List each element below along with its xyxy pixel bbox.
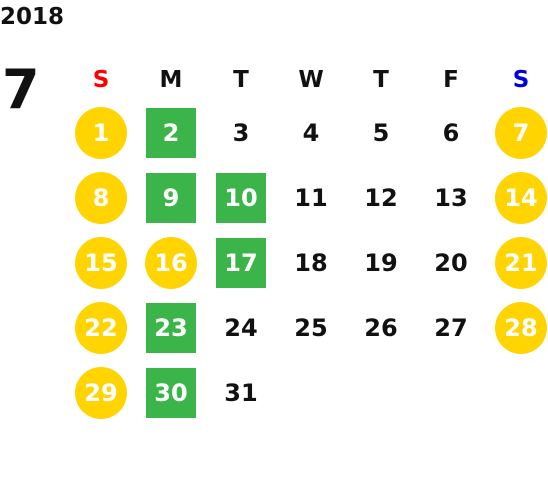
day-cell[interactable]: 28 <box>486 295 548 360</box>
day-number: 2 <box>146 107 196 158</box>
day-number: 9 <box>146 172 196 223</box>
day-number: 7 <box>495 106 547 159</box>
day-cell[interactable]: 1 <box>66 100 136 165</box>
weekday-header: T <box>233 67 249 93</box>
day-cell[interactable]: 23 <box>136 295 206 360</box>
day-number: 19 <box>364 248 398 277</box>
day-number: 12 <box>364 183 398 212</box>
day-number: 21 <box>495 236 547 289</box>
day-cell[interactable]: 17 <box>206 230 276 295</box>
day-number: 3 <box>232 118 250 147</box>
day-cell[interactable]: 10 <box>206 165 276 230</box>
day-number: 10 <box>216 172 266 223</box>
day-number: 29 <box>75 366 127 419</box>
weekday-header: M <box>159 67 183 93</box>
day-number: 11 <box>294 183 328 212</box>
day-number: 30 <box>146 367 196 418</box>
day-cell[interactable]: 31 <box>206 360 276 425</box>
day-cell[interactable]: 24 <box>206 295 276 360</box>
day-number: 24 <box>224 313 258 342</box>
day-number: 14 <box>495 171 547 224</box>
day-cell[interactable]: 11 <box>276 165 346 230</box>
weekday-header: T <box>373 67 389 93</box>
day-cell[interactable]: 26 <box>346 295 416 360</box>
day-cell[interactable]: 29 <box>66 360 136 425</box>
day-number: 15 <box>75 236 127 289</box>
day-cell[interactable]: 21 <box>486 230 548 295</box>
day-number: 17 <box>216 237 266 288</box>
day-cell[interactable]: 6 <box>416 100 486 165</box>
day-cell[interactable]: 15 <box>66 230 136 295</box>
day-number: 27 <box>434 313 468 342</box>
weekday-header: S <box>92 67 110 93</box>
day-number: 31 <box>224 378 258 407</box>
weekday-header: W <box>298 67 324 93</box>
day-cell[interactable]: 13 <box>416 165 486 230</box>
day-number: 16 <box>145 236 197 289</box>
day-cell[interactable]: 9 <box>136 165 206 230</box>
day-number: 25 <box>294 313 328 342</box>
day-cell[interactable]: 2 <box>136 100 206 165</box>
day-cell[interactable]: 4 <box>276 100 346 165</box>
day-cell[interactable]: 12 <box>346 165 416 230</box>
day-number: 8 <box>75 171 127 224</box>
weekday-header: S <box>512 67 530 93</box>
day-number: 23 <box>146 302 196 353</box>
weekday-header: F <box>443 67 459 93</box>
day-cell[interactable]: 25 <box>276 295 346 360</box>
day-cell[interactable]: 16 <box>136 230 206 295</box>
day-cell[interactable]: 22 <box>66 295 136 360</box>
day-number: 4 <box>302 118 320 147</box>
day-cell[interactable]: 19 <box>346 230 416 295</box>
day-cell[interactable]: 30 <box>136 360 206 425</box>
day-cell[interactable]: 27 <box>416 295 486 360</box>
day-cell[interactable]: 18 <box>276 230 346 295</box>
day-number: 13 <box>434 183 468 212</box>
day-cell[interactable]: 7 <box>486 100 548 165</box>
day-number: 5 <box>372 118 390 147</box>
day-number: 28 <box>495 301 547 354</box>
day-number: 20 <box>434 248 468 277</box>
day-number: 1 <box>75 106 127 159</box>
day-cell[interactable]: 3 <box>206 100 276 165</box>
day-number: 18 <box>294 248 328 277</box>
day-number: 22 <box>75 301 127 354</box>
calendar-year: 2018 <box>0 4 65 30</box>
day-number: 6 <box>442 118 460 147</box>
day-cell[interactable]: 20 <box>416 230 486 295</box>
calendar-month: 7 <box>2 58 40 121</box>
day-number: 26 <box>364 313 398 342</box>
day-cell[interactable]: 8 <box>66 165 136 230</box>
day-cell[interactable]: 14 <box>486 165 548 230</box>
day-cell[interactable]: 5 <box>346 100 416 165</box>
